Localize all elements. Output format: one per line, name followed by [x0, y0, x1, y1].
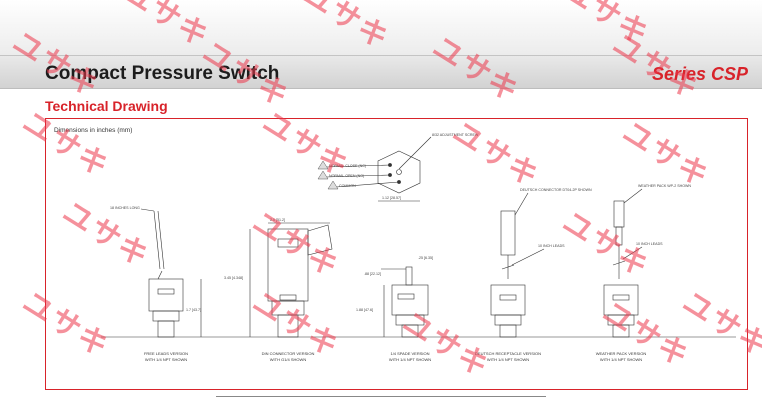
weather-connector	[613, 200, 625, 228]
caption-spade-line1: 1/4 SPADE VERSION	[390, 351, 429, 356]
din-body	[267, 228, 309, 302]
leads-18-label: 18 INCHES LONG	[110, 206, 140, 210]
technical-drawing: 8/32 ADJUSTMENT SCREW NORMAL CLOSE (NC) …	[101, 133, 736, 362]
free-height-label: 1.7 [43.7]	[186, 308, 201, 312]
deutsch-leader	[514, 192, 529, 216]
deutsch-label-window	[499, 294, 517, 301]
deutsch-hex	[494, 314, 522, 326]
dimensions-note: Dimensions in inches (mm)	[54, 127, 133, 134]
caption-spade-line2: WITH 1/4 NPT SHOWN	[389, 357, 431, 362]
section-title: Technical Drawing	[45, 98, 168, 114]
din-top-block	[277, 238, 299, 248]
adjust-screw-label: 8/32 ADJUSTMENT SCREW	[432, 133, 479, 137]
deutsch-break	[501, 264, 515, 270]
hex-dim-label: 1.12 [28.57]	[382, 196, 401, 200]
nc-leader	[325, 164, 391, 168]
series-label: Series CSP	[651, 64, 748, 84]
free-lead-wire-1	[153, 210, 161, 270]
caption-weather-line2: WITH 1/4 NPT SHOWN	[600, 357, 642, 362]
free-hex	[152, 310, 180, 322]
free-lead-break	[157, 270, 163, 280]
wiring-common-label: COMMON	[339, 184, 356, 188]
spade-hex	[395, 314, 425, 326]
din-height-label: 3.45 [4.348]	[224, 276, 243, 280]
weather-pack-label: WEATHER PACK WP-2 SHOWN	[638, 184, 691, 188]
screw-leader	[398, 136, 432, 170]
technical-drawing-frame: Dimensions in inches (mm)	[45, 118, 748, 390]
weather-label-window	[612, 294, 630, 301]
caption-deutsch-line2: WITH 1/4 NPT SHOWN	[487, 357, 529, 362]
wiring-no-label: NORMAL OPEN (NO)	[329, 174, 364, 178]
common-leader	[335, 181, 400, 188]
spade-thread	[401, 324, 419, 338]
din-hex	[271, 300, 305, 316]
hex-top-view	[377, 150, 421, 194]
adjust-screw-circle	[396, 169, 402, 175]
spade-top-label: .88 [22.12]	[364, 272, 381, 276]
no-leader	[325, 174, 391, 178]
caption-free-line2: WITH 1/4 NPT SHOWN	[145, 357, 187, 362]
spade-label-window	[397, 293, 415, 300]
free-thread	[157, 320, 175, 338]
spec-table-top-edge	[216, 396, 546, 400]
top-band	[0, 0, 762, 55]
deutsch-connector-label: DEUTSCH CONNECTOR DT04-2P SHOWN	[520, 188, 592, 192]
weather-leader	[623, 188, 643, 204]
spade-terminal	[405, 266, 413, 286]
caption-deutsch-line1: DEUTSCH RECEPTACLE VERSION	[475, 351, 541, 356]
din-thread	[277, 314, 299, 338]
free-leads-leader	[140, 208, 155, 212]
spade-body	[391, 284, 429, 316]
free-lead-wire-2	[157, 210, 165, 270]
deutsch-thread	[499, 324, 517, 338]
weather-thread	[612, 324, 630, 338]
weather-leads-leader	[622, 246, 643, 260]
caption-din-line1: DIN CONNECTOR VERSION	[262, 351, 315, 356]
spade-height-label: 1.88 [47.6]	[356, 308, 373, 312]
wiring-nc-label: NORMAL CLOSE (NC)	[329, 164, 366, 168]
din-width-label: 2.0 [51.2]	[270, 218, 285, 222]
deutsch-leads-label: 10 INCH LEADS	[538, 244, 565, 248]
no-warning-icon	[317, 170, 329, 180]
caption-weather-line1: WEATHER PACK VERSION	[596, 351, 647, 356]
document-header: Compact Pressure Switch Series CSP	[0, 55, 762, 89]
spade-side-label: .25 [6.35]	[418, 256, 433, 260]
nc-warning-icon	[317, 160, 329, 170]
free-label-window	[157, 288, 175, 295]
deutsch-leads-leader	[511, 248, 545, 266]
din-connector	[307, 224, 333, 256]
deutsch-connector	[500, 210, 516, 256]
page-title: Compact Pressure Switch	[45, 63, 280, 84]
weather-leads-label: 10 INCH LEADS	[636, 242, 663, 246]
free-body	[148, 278, 184, 312]
caption-free-line1: FREE LEADS VERSION	[144, 351, 188, 356]
weather-break	[612, 260, 626, 266]
din-label-window	[279, 294, 297, 301]
caption-din-line2: WITH G1/4 SHOWN	[270, 357, 307, 362]
weather-plug	[615, 226, 623, 246]
weather-hex	[607, 314, 635, 326]
common-warning-icon	[327, 180, 339, 190]
